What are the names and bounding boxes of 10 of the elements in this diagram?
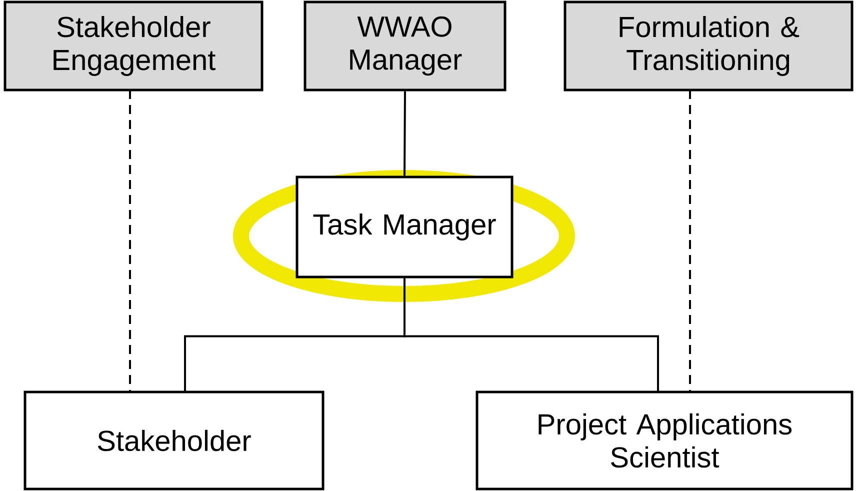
connector-line (689, 90, 691, 392)
connector-line (404, 91, 406, 176)
role-box: Stakeholder (24, 390, 324, 490)
header-box: WWAO Manager (304, 0, 506, 92)
header-box: Stakeholder Engagement (4, 0, 264, 92)
role-box: Project Applications Scientist (476, 390, 854, 490)
connector-line (404, 278, 659, 392)
role-box: Task Manager (296, 176, 514, 278)
header-box: Formulation & Transitioning (564, 0, 854, 92)
connector-line (129, 90, 131, 392)
